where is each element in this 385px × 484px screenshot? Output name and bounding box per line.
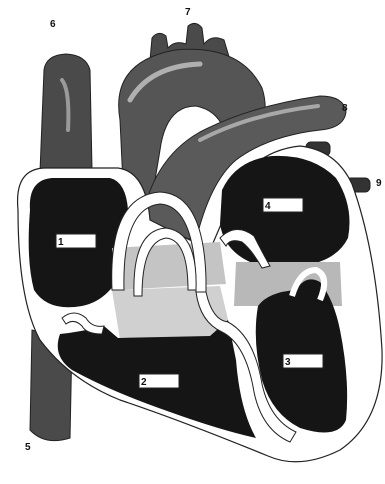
label-2: 2: [141, 377, 147, 388]
label-5: 5: [25, 442, 31, 453]
label-9: 9: [376, 178, 382, 189]
label-3: 3: [285, 357, 291, 368]
label-7: 7: [185, 7, 191, 18]
vena-cava: [40, 54, 92, 172]
label-1: 1: [58, 237, 64, 248]
label-8: 8: [342, 103, 348, 114]
valve-region-left: [112, 242, 226, 290]
label-4: 4: [265, 201, 271, 212]
label-6: 6: [50, 19, 56, 30]
